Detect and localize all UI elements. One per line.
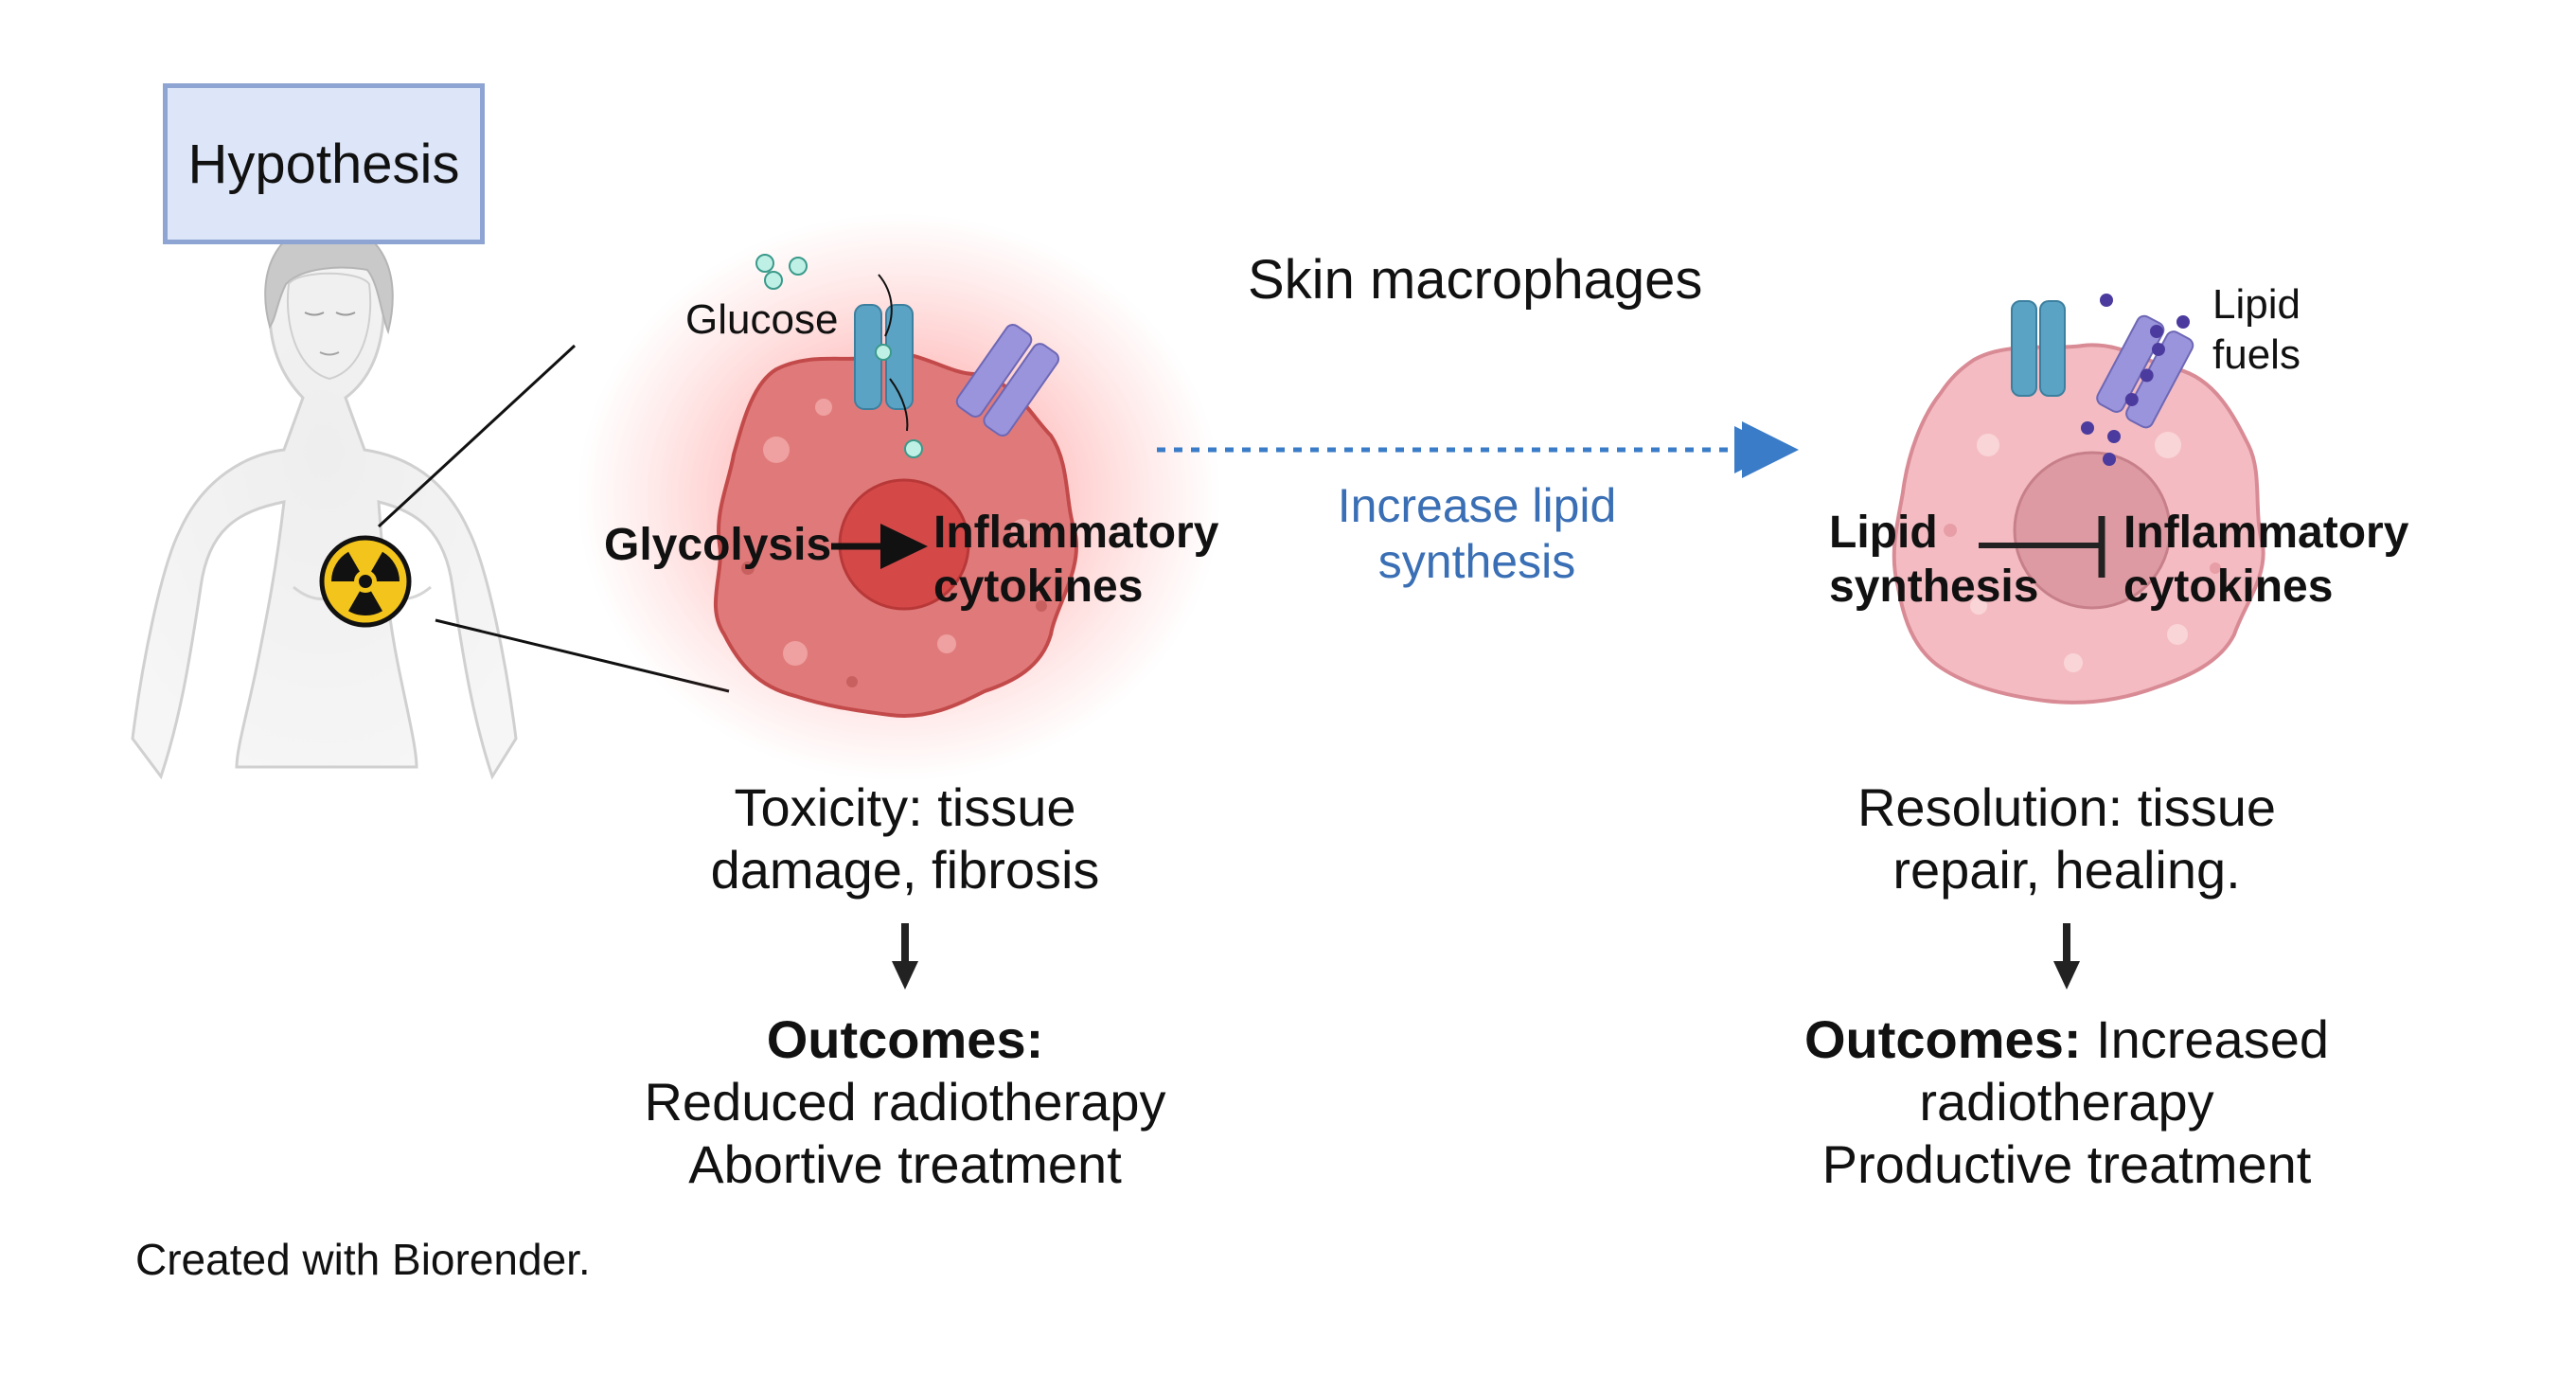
left-outcomes: Outcomes: Reduced radiotherapy Abortive … — [574, 1008, 1236, 1196]
right-result-line2: repair, healing. — [1892, 840, 2241, 901]
figure-title: Skin macrophages — [1248, 249, 1703, 311]
left-cytokines-line1: Inflammatory — [933, 508, 1219, 558]
glycolysis-label: Glycolysis — [604, 520, 832, 570]
right-outcomes-line2: radiotherapy — [1919, 1072, 2214, 1132]
left-outcomes-line2: Abortive treatment — [688, 1134, 1122, 1195]
torso-silhouette — [131, 233, 518, 780]
lipid-synthesis-line1: Lipid — [1829, 508, 1938, 558]
right-cytokines-label: Inflammatory cytokines — [2123, 507, 2408, 614]
left-outcomes-line1: Reduced radiotherapy — [644, 1072, 1166, 1132]
lipid-fuels-label: Lipid fuels — [2212, 280, 2301, 381]
hypothesis-box: Hypothesis — [163, 83, 485, 244]
transition-label-line2: synthesis — [1377, 535, 1576, 588]
glucose-label: Glucose — [685, 296, 839, 343]
glucose-transporter-icon — [854, 274, 914, 432]
credit-text: Created with Biorender. — [135, 1235, 591, 1284]
left-cytokines-line2: cytokines — [933, 561, 1144, 612]
radiation-symbol-icon — [319, 535, 412, 628]
left-outcomes-heading: Outcomes: — [766, 1009, 1044, 1069]
lipid-synthesis-label: Lipid synthesis — [1829, 507, 2038, 614]
left-down-arrow-icon — [892, 923, 918, 990]
glycolysis-arrow-icon — [880, 524, 928, 569]
lipid-transporter-icon-right — [2096, 314, 2194, 429]
right-outcomes-line3: Productive treatment — [1821, 1134, 2312, 1195]
left-result-line2: damage, fibrosis — [710, 840, 1100, 901]
right-result: Resolution: tissue repair, healing. — [1783, 776, 2351, 901]
left-result-line1: Toxicity: tissue — [734, 777, 1076, 837]
right-outcomes: Outcomes: Increased radiotherapy Product… — [1735, 1008, 2398, 1196]
right-cytokines-line2: cytokines — [2123, 561, 2334, 612]
right-outcomes-line1: Outcomes: Increased — [1735, 1008, 2398, 1071]
lipid-fuels-line2: fuels — [2212, 330, 2301, 378]
patient-figure — [131, 221, 518, 780]
right-outcomes-line1-rest: Increased — [2081, 1009, 2329, 1069]
lipid-molecule-icons — [2081, 294, 2190, 466]
right-down-arrow-icon — [2053, 923, 2080, 990]
resolving-macrophage — [1892, 294, 2265, 704]
left-result: Toxicity: tissue damage, fibrosis — [621, 776, 1189, 901]
right-cytokines-line1: Inflammatory — [2123, 508, 2409, 558]
right-result-line1: Resolution: tissue — [1856, 777, 2276, 837]
lipid-fuels-line1: Lipid — [2212, 281, 2301, 328]
transition-label: Increase lipid synthesis — [1306, 478, 1647, 590]
zoom-line-upper — [377, 344, 577, 528]
lipid-synthesis-line2: synthesis — [1829, 561, 2039, 612]
inflamed-macrophage — [577, 213, 1221, 781]
lipid-transporter-icon — [955, 324, 1059, 437]
glucose-transporter-icon-right — [2011, 300, 2066, 397]
transition-label-line1: Increase lipid — [1337, 479, 1617, 532]
transition-arrowhead-icon — [1742, 421, 1799, 478]
hypothesis-label: Hypothesis — [187, 133, 460, 195]
face — [286, 272, 372, 381]
left-cytokines-label: Inflammatory cytokines — [933, 507, 1218, 614]
right-outcomes-heading: Outcomes: — [1804, 1009, 2082, 1069]
glucose-molecule-icons — [755, 254, 923, 458]
